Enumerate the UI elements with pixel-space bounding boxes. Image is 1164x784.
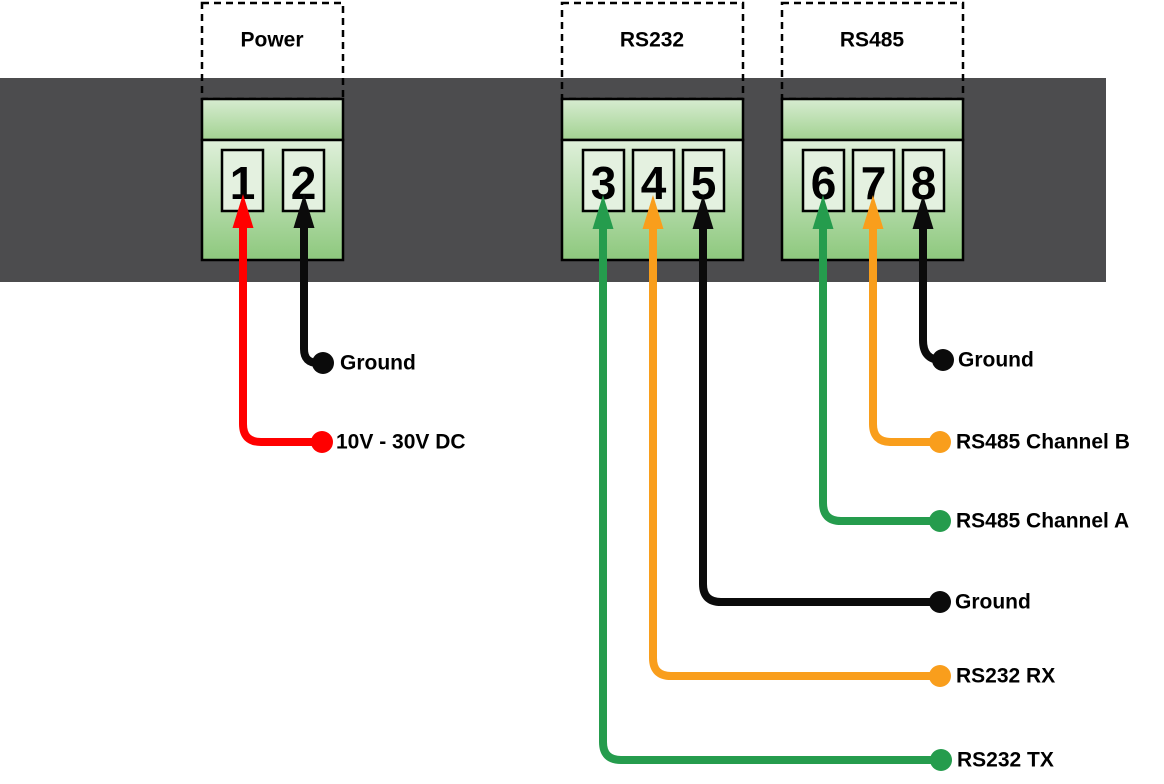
pin-6-endpoint-dot [929,510,951,532]
rs232-connector-label: RS232 [620,29,684,52]
power-terminal-block-top [200,97,345,142]
wire-pin-3: RS232 TX [592,195,1054,772]
pin-5-endpoint-dot [929,591,951,613]
pin-5-wire-label: Ground [955,591,1031,614]
pin-8-wire-label: Ground [958,349,1034,372]
pin-2-wire-label: Ground [340,352,416,375]
rs232-connector-outline [560,1,745,101]
power-connector-label: Power [240,29,303,52]
rs485-terminal-block-top [780,97,965,142]
pin-1-endpoint-dot [311,431,333,453]
pin-4-wire-label: RS232 RX [956,665,1055,688]
pin-5-arrowhead-icon [692,195,714,229]
rs485-connector-outline [780,1,965,101]
pin-7-wire [869,222,937,446]
pin-3-wire [599,222,937,764]
power-connector-outline [200,1,345,101]
wire-pin-5: Ground [692,195,1031,614]
pin-6-wire-label: RS485 Channel A [956,510,1129,533]
pin-1-wire-label: 10V - 30V DC [336,431,466,454]
pin-4-wire [649,222,937,680]
wire-pin-2: Ground [293,194,416,375]
pin-3-endpoint-dot [930,749,952,771]
pin-7-endpoint-dot [929,431,951,453]
pin-7-wire-label: RS485 Channel B [956,431,1130,454]
pin-3-arrowhead-icon [592,195,614,229]
pin-7-arrowhead-icon [862,195,884,229]
pin-4-endpoint-dot [929,665,951,687]
pin-5-wire [699,222,937,606]
pin-8-endpoint-dot [932,349,954,371]
rs485-connector-label: RS485 [840,29,905,52]
wire-pin-4: RS232 RX [642,195,1055,688]
wire-pin-8: Ground [912,195,1034,372]
pin-1-arrowhead-icon [232,194,254,228]
pin-4-arrowhead-icon [642,195,664,229]
pin-2-endpoint-dot [312,352,334,374]
pin-6-arrowhead-icon [812,195,834,229]
wire-pin-6: RS485 Channel A [812,195,1129,533]
wire-pin-7: RS485 Channel B [862,195,1130,454]
pin-6-wire [819,222,937,525]
wire-pin-1: 10V - 30V DC [232,194,466,454]
pin-1-wire [239,222,318,446]
pin-8-arrowhead-icon [912,195,934,229]
pin-3-wire-label: RS232 TX [957,749,1054,772]
pin-2-arrowhead-icon [293,194,315,228]
rs232-terminal-block-top [560,97,745,142]
